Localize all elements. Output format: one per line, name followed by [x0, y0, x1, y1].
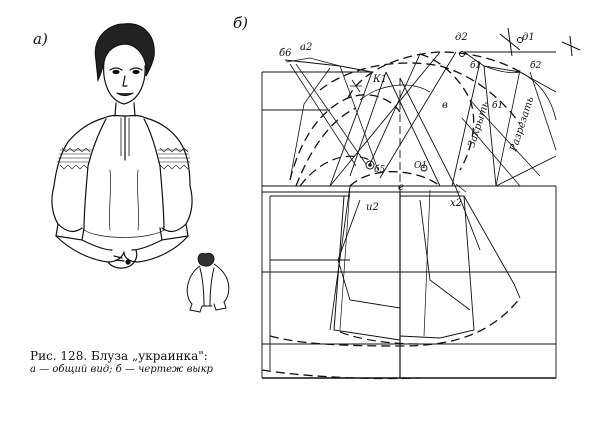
- point-label-b6: б6: [279, 48, 292, 59]
- point-label-b1-lower: б1: [492, 100, 503, 111]
- point-label-b5: б5: [374, 164, 385, 175]
- figure-caption-legend: а — общий вид; б — чертеж выкр: [30, 364, 213, 375]
- figure-caption: Рис. 128. Блуза „украинка":: [30, 349, 208, 363]
- point-label-e: е: [398, 182, 404, 193]
- point-label-d2: д2: [455, 32, 468, 43]
- pattern-drawing: [261, 27, 581, 380]
- panel-a-label: а): [33, 30, 48, 48]
- point-label-b2: б2: [530, 60, 541, 71]
- point-label-a2: а2: [300, 42, 312, 53]
- point-label-o1: О1: [414, 161, 427, 171]
- label-cut: Разрезать: [508, 95, 536, 153]
- blouse-back-view: [186, 252, 230, 313]
- point-label-b1: б1: [470, 60, 481, 71]
- point-label-k1: К1: [372, 74, 387, 85]
- panel-b-label: б): [233, 14, 249, 32]
- point-label-x2: х2: [450, 198, 462, 209]
- point-label-d1: д1: [522, 32, 535, 43]
- point-label-v: в: [442, 100, 448, 111]
- point-label-i2: и2: [366, 202, 379, 213]
- blouse-general-view: [51, 23, 193, 269]
